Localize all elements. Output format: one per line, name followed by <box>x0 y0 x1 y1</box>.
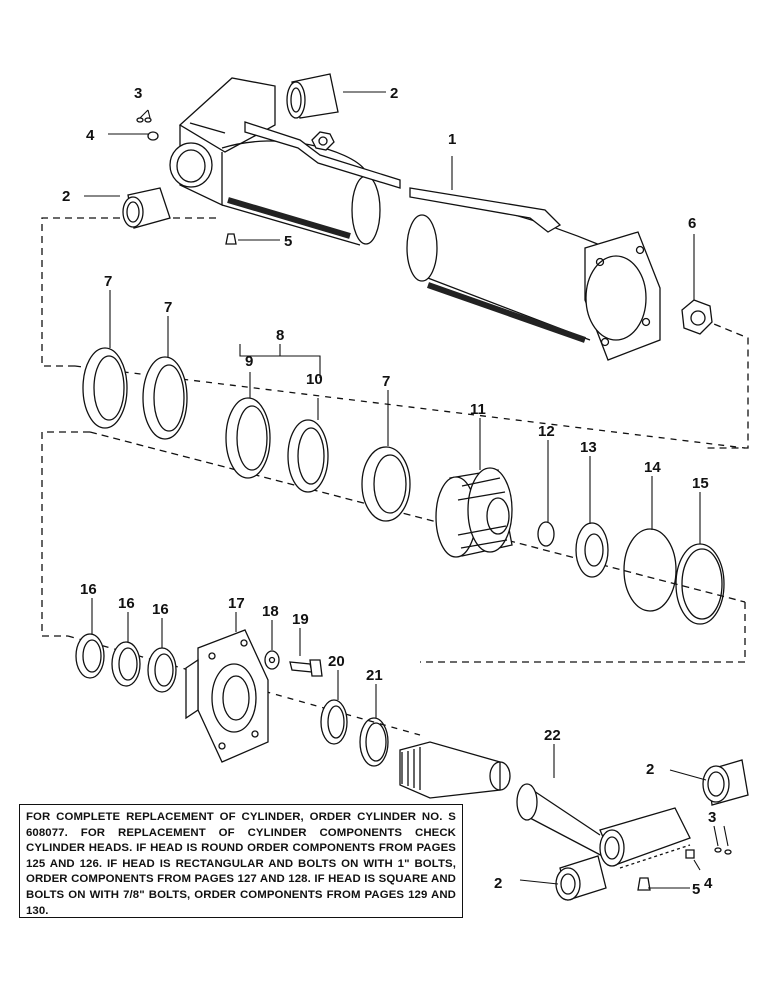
callout-17: 17 <box>228 595 245 612</box>
seal-ring-16c <box>147 647 177 693</box>
bolt-19 <box>289 659 323 677</box>
nut-part-6 <box>681 299 713 335</box>
cylinder-head-part-17 <box>185 629 269 763</box>
callout-2: 2 <box>390 85 398 102</box>
callout-4: 4 <box>704 875 713 892</box>
callout-19: 19 <box>292 611 309 628</box>
seal-ring-7c <box>361 446 411 522</box>
callout-21: 21 <box>366 667 383 684</box>
callout-5: 5 <box>692 881 700 898</box>
callout-labels: 1 2 2 2 2 3 3 4 4 5 5 6 7 7 7 8 9 10 11 … <box>62 85 716 898</box>
piston-rod-part-22 <box>399 741 691 869</box>
callout-6: 6 <box>688 215 696 232</box>
seal-ring-9 <box>225 397 271 479</box>
callout-9: 9 <box>245 353 253 370</box>
cylinder-tube-part-1 <box>169 77 661 361</box>
callout-15: 15 <box>692 475 709 492</box>
piston-part-11 <box>435 467 513 558</box>
callout-20: 20 <box>328 653 345 670</box>
bushing-lower-left <box>555 855 607 901</box>
seal-ring-21 <box>359 717 389 767</box>
fittings-lower <box>637 847 732 891</box>
seal-ring-10 <box>287 419 329 493</box>
callout-10: 10 <box>306 371 323 388</box>
leader-lines <box>84 91 729 889</box>
callout-3: 3 <box>708 809 716 826</box>
washer-13 <box>575 522 609 578</box>
callout-4: 4 <box>86 127 95 144</box>
callout-13: 13 <box>580 439 597 456</box>
callout-11: 11 <box>470 401 486 418</box>
seal-ring-16a <box>75 633 105 679</box>
callout-12: 12 <box>538 423 555 440</box>
seal-ring-16b <box>111 641 141 687</box>
callout-1: 1 <box>448 131 456 148</box>
bushing-upper-right <box>286 73 339 119</box>
callout-5: 5 <box>284 233 292 250</box>
callout-22: 22 <box>544 727 561 744</box>
callout-16: 16 <box>80 581 97 598</box>
seal-ring-7b <box>142 356 188 440</box>
callout-3: 3 <box>134 85 142 102</box>
callout-18: 18 <box>262 603 279 620</box>
callout-7: 7 <box>164 299 172 316</box>
seal-ring-7a <box>82 347 128 429</box>
callout-2: 2 <box>646 761 654 778</box>
seal-ring-20 <box>320 699 348 745</box>
bushing-upper-left <box>122 187 171 229</box>
callout-14: 14 <box>644 459 661 476</box>
washer-18 <box>264 650 280 670</box>
callout-7: 7 <box>382 373 390 390</box>
o-ring-14 <box>623 528 677 612</box>
callout-2: 2 <box>62 188 70 205</box>
callout-2: 2 <box>494 875 502 892</box>
backup-ring-15 <box>675 543 725 625</box>
callout-8: 8 <box>276 327 284 344</box>
callout-7: 7 <box>104 273 112 290</box>
o-ring-12 <box>537 521 555 547</box>
callout-16: 16 <box>118 595 135 612</box>
bushing-lower-right <box>702 759 749 806</box>
callout-16: 16 <box>152 601 169 618</box>
replacement-note: FOR COMPLETE REPLACEMENT OF CYLINDER, OR… <box>19 804 463 918</box>
